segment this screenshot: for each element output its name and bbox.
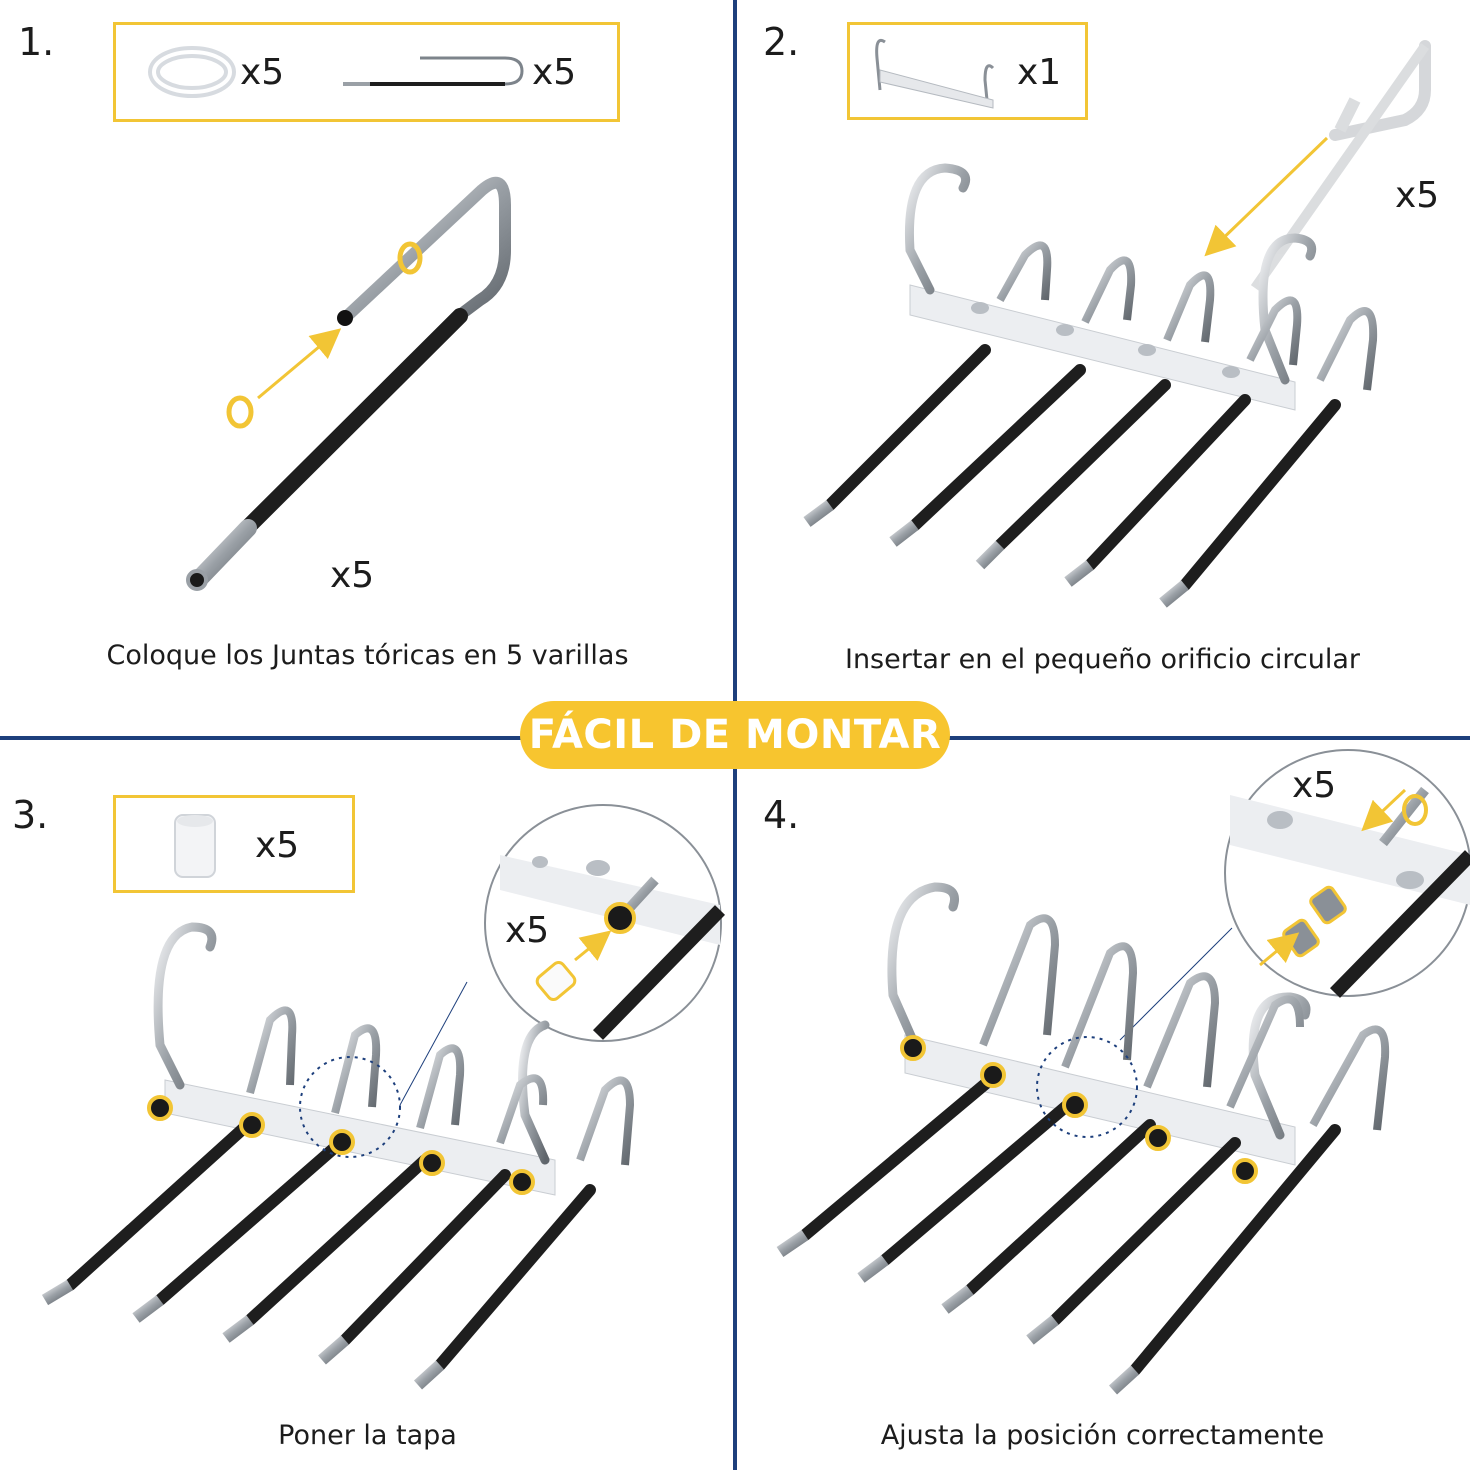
diagram-qty: x5 xyxy=(330,555,375,596)
step-2-panel: 2. xyxy=(735,0,1470,735)
end-cap-icon xyxy=(174,814,216,878)
zoom-detail xyxy=(1224,749,1470,998)
step-number: 2. xyxy=(763,20,800,64)
right-hook xyxy=(1258,233,1317,385)
ghost-rod xyxy=(1250,40,1431,291)
hanger-frame-icon xyxy=(875,38,995,109)
rod xyxy=(413,1076,635,1390)
zoom-qty: x5 xyxy=(505,910,550,951)
zoom-qty: x5 xyxy=(1292,765,1337,806)
part-qty: x5 xyxy=(255,825,300,866)
o-ring-highlight xyxy=(397,241,423,275)
rod xyxy=(41,1006,297,1306)
part-qty: x5 xyxy=(240,52,285,93)
part-qty: x5 xyxy=(532,52,577,93)
rod xyxy=(1064,296,1302,587)
left-hook xyxy=(153,922,217,1090)
left-hook xyxy=(904,163,971,295)
part-qty: x1 xyxy=(1017,52,1062,93)
step-2-illustration xyxy=(803,38,1431,608)
hanger-strip xyxy=(909,284,1296,411)
rods xyxy=(803,241,1378,608)
rod-illustration xyxy=(186,176,511,591)
rod xyxy=(975,271,1215,570)
diagram-qty: x5 xyxy=(1395,175,1440,216)
step-1-illustration xyxy=(148,46,524,591)
easy-assembly-banner: FÁCIL DE MONTAR xyxy=(520,701,950,769)
rod xyxy=(1159,307,1378,608)
step-4-illustration xyxy=(776,749,1470,1395)
step-number: 4. xyxy=(763,793,800,837)
rod xyxy=(1108,1025,1390,1395)
rod xyxy=(776,914,1060,1257)
parts-box xyxy=(847,22,1088,120)
parts-box xyxy=(113,795,355,893)
rod xyxy=(941,972,1220,1314)
zoom-leader-line xyxy=(1119,927,1233,1041)
rod xyxy=(222,1044,465,1343)
step-number: 1. xyxy=(18,20,55,64)
zoom-detail xyxy=(484,804,726,1042)
o-ring-icon xyxy=(148,46,236,98)
step-3-panel: 3. xyxy=(0,735,735,1470)
step-caption: Insertar en el pequeño orificio circular xyxy=(844,644,1361,675)
o-ring-icon xyxy=(226,395,254,429)
rod xyxy=(1026,995,1304,1345)
rod xyxy=(857,942,1138,1283)
zoom-leader-line xyxy=(399,981,468,1106)
strip-holes xyxy=(971,302,1240,378)
left-hook xyxy=(887,882,959,1050)
right-hook xyxy=(518,1020,550,1165)
insert-arrow-icon xyxy=(1204,136,1329,257)
step-4-panel: 4. xyxy=(735,735,1470,1470)
rod-icon xyxy=(343,56,524,86)
parts-box xyxy=(113,22,620,122)
rods xyxy=(776,914,1390,1395)
rod xyxy=(318,1074,548,1365)
insert-arrow-icon xyxy=(257,328,342,400)
step-number: 3. xyxy=(12,793,49,837)
rod xyxy=(132,1024,381,1323)
zoom-target-circle xyxy=(299,1056,401,1158)
rod xyxy=(803,241,1052,527)
step-caption: Poner la tapa xyxy=(278,1420,457,1451)
step-caption: Coloque los Juntas tóricas en 5 varillas xyxy=(106,640,629,671)
zoom-target-circle xyxy=(1036,1036,1138,1138)
rod xyxy=(889,256,1136,547)
rods xyxy=(41,1006,635,1390)
step-3-illustration xyxy=(41,804,726,1390)
step-caption: Ajusta la posición correctamente xyxy=(880,1420,1325,1451)
step-1-panel: 1. x5 x5 x5 Coloque los Juntas tóricas xyxy=(0,0,735,735)
